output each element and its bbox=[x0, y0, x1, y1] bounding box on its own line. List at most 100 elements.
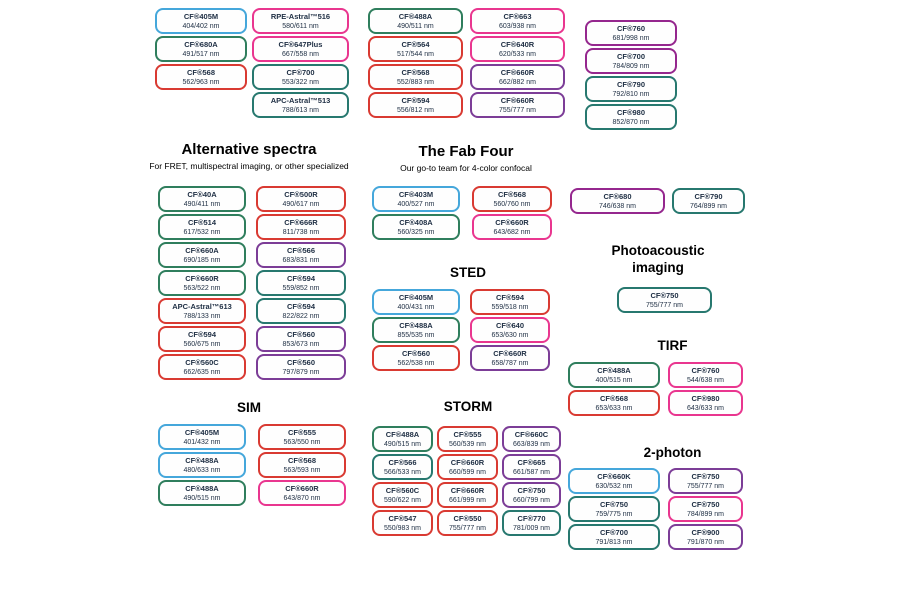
dye-wavelength: 661/587 nm bbox=[513, 468, 550, 476]
dye-box: CF®568 552/883 nm bbox=[368, 64, 463, 90]
dye-box: CF®488A 855/535 nm bbox=[372, 317, 460, 343]
dye-wavelength: 822/822 nm bbox=[282, 312, 320, 320]
dye-name: CF®663 bbox=[503, 11, 532, 21]
tirf-column-2: CF®760 544/638 nm CF®980 643/633 nm bbox=[668, 362, 743, 416]
dye-box: CF®790 792/810 nm bbox=[585, 76, 677, 102]
dye-wavelength: 590/622 nm bbox=[384, 496, 421, 504]
dye-wavelength: 560/675 nm bbox=[183, 340, 221, 348]
dye-box: CF®560C 662/635 nm bbox=[158, 354, 246, 380]
dye-name: CF®660R bbox=[495, 217, 529, 227]
dye-wavelength: 755/777 nm bbox=[646, 301, 683, 309]
dye-name: CF®488A bbox=[185, 483, 219, 493]
dye-wavelength: 797/879 nm bbox=[282, 368, 320, 376]
dye-box: CF®560C 590/622 nm bbox=[372, 482, 433, 508]
dye-name: CF®405M bbox=[184, 427, 220, 437]
dye-wavelength: 544/638 nm bbox=[687, 376, 724, 384]
dye-wavelength: 603/938 nm bbox=[499, 22, 536, 30]
dye-name: CF®566 bbox=[388, 457, 417, 467]
storm-column-1: CF®488A 490/515 nm CF®566 566/533 nm CF®… bbox=[372, 426, 433, 536]
dye-name: CF®594 bbox=[495, 292, 525, 302]
dye-name: CF®594 bbox=[187, 329, 217, 339]
fab-four-title: The Fab Four bbox=[418, 143, 514, 160]
dye-name: CF®488A bbox=[399, 320, 433, 330]
dye-box: CF®640R 620/533 nm bbox=[470, 36, 565, 62]
dye-name: CF®900 bbox=[691, 527, 720, 537]
dye-name: CF®547 bbox=[388, 513, 417, 523]
top-column-5: CF®760 681/998 nm CF®700 784/809 nm CF®7… bbox=[585, 20, 677, 130]
dye-wavelength: 662/635 nm bbox=[183, 368, 221, 376]
dye-name: CF®40A bbox=[187, 189, 217, 199]
dye-name: CF®660R bbox=[500, 95, 535, 105]
dye-name: CF®666R bbox=[284, 217, 318, 227]
dye-wavelength: 556/812 nm bbox=[397, 106, 434, 114]
dye-name: CF®555 bbox=[453, 429, 482, 439]
dye-wavelength: 400/527 nm bbox=[397, 200, 435, 208]
dye-box: CF®408A 560/325 nm bbox=[372, 214, 460, 240]
dye-wavelength: 643/633 nm bbox=[687, 404, 724, 412]
dye-wavelength: 755/777 nm bbox=[499, 106, 536, 114]
dye-name: APC-Astral™613 bbox=[172, 301, 232, 311]
dye-name: CF®760 bbox=[691, 365, 720, 375]
dye-box: CF®560 562/538 nm bbox=[372, 345, 460, 371]
dye-wavelength: 643/682 nm bbox=[493, 228, 531, 236]
dye-name: CF®488A bbox=[398, 11, 433, 21]
dye-box: CF®568 563/593 nm bbox=[258, 452, 346, 478]
dye-name: CF®700 bbox=[599, 527, 629, 537]
dye-wavelength: 784/809 nm bbox=[612, 62, 650, 70]
dye-wavelength: 566/533 nm bbox=[384, 468, 421, 476]
dye-name: CF®550 bbox=[453, 513, 482, 523]
top-column-3: CF®488A 490/511 nm CF®564 517/544 nm CF®… bbox=[368, 8, 463, 118]
dye-name: CF®500R bbox=[284, 189, 318, 199]
dye-wavelength: 788/613 nm bbox=[282, 106, 319, 114]
top-column-2: RPE-Astral™516 580/611 nm CF®647Plus 667… bbox=[252, 8, 349, 118]
dye-box: APC-Astral™513 788/613 nm bbox=[252, 92, 349, 118]
dye-name: CF®750 bbox=[691, 499, 720, 509]
alternative-column-2: CF®500R 490/617 nm CF®666R 811/738 nm CF… bbox=[256, 186, 346, 380]
dye-box: CF®568 562/963 nm bbox=[155, 64, 247, 90]
dye-box: CF®660R 658/787 nm bbox=[470, 345, 550, 371]
dye-name: CF®566 bbox=[286, 245, 316, 255]
dye-name: CF®680A bbox=[184, 39, 218, 49]
right-pair-box-1: CF®680 746/638 nm bbox=[570, 188, 665, 214]
dye-name: CF®665 bbox=[517, 457, 546, 467]
dye-wavelength: 792/810 nm bbox=[612, 90, 650, 98]
dye-wavelength: 791/813 nm bbox=[595, 538, 633, 546]
dye-name: CF®660R bbox=[450, 485, 485, 495]
dye-wavelength: 617/532 nm bbox=[183, 228, 221, 236]
dye-wavelength: 562/538 nm bbox=[397, 359, 435, 367]
dye-name: CF®594 bbox=[286, 273, 316, 283]
dye-box: CF®663 603/938 nm bbox=[470, 8, 565, 34]
dye-wavelength: 490/411 nm bbox=[183, 200, 221, 208]
sted-title: STED bbox=[449, 265, 486, 280]
dye-box: CF®514 617/532 nm bbox=[158, 214, 246, 240]
dye-name: CF®980 bbox=[616, 107, 646, 117]
dye-wavelength: 563/522 nm bbox=[183, 284, 221, 292]
dye-box: CF®566 683/831 nm bbox=[256, 242, 346, 268]
dye-name: CF®680 bbox=[603, 191, 632, 201]
dye-box: CF®750 755/777 nm bbox=[668, 468, 743, 494]
dye-box: CF®488A 480/633 nm bbox=[158, 452, 246, 478]
dye-box: CF®660R 643/682 nm bbox=[472, 214, 552, 240]
dye-wavelength: 559/852 nm bbox=[282, 284, 320, 292]
dye-name: CF®660R bbox=[450, 457, 485, 467]
photoacoustic-box: CF®750 755/777 nm bbox=[617, 287, 712, 313]
dye-box: CF®660R 660/599 nm bbox=[437, 454, 498, 480]
dye-box: CF®555 560/539 nm bbox=[437, 426, 498, 452]
dye-name: CF®560C bbox=[385, 485, 420, 495]
dye-box: CF®547 550/983 nm bbox=[372, 510, 433, 536]
storm-title: STORM bbox=[443, 399, 493, 414]
dye-box: CF®560 797/879 nm bbox=[256, 354, 346, 380]
dye-box: CF®760 681/998 nm bbox=[585, 20, 677, 46]
dye-box: CF®488A 490/511 nm bbox=[368, 8, 463, 34]
fab-four-column-2: CF®568 560/760 nm CF®660R 643/682 nm bbox=[472, 186, 552, 240]
dye-wavelength: 853/673 nm bbox=[282, 340, 320, 348]
dye-box: CF®750 660/799 nm bbox=[502, 482, 561, 508]
dye-wavelength: 661/999 nm bbox=[449, 496, 486, 504]
dye-name: CF®750 bbox=[650, 290, 679, 300]
dye-box: CF®750 759/775 nm bbox=[568, 496, 660, 522]
dye-name: CF®560 bbox=[286, 357, 316, 367]
dye-name: CF®555 bbox=[287, 427, 317, 437]
dye-box: RPE-Astral™516 580/611 nm bbox=[252, 8, 349, 34]
dye-box: CF®594 556/812 nm bbox=[368, 92, 463, 118]
right-pair-box-2: CF®790 764/899 nm bbox=[672, 188, 745, 214]
